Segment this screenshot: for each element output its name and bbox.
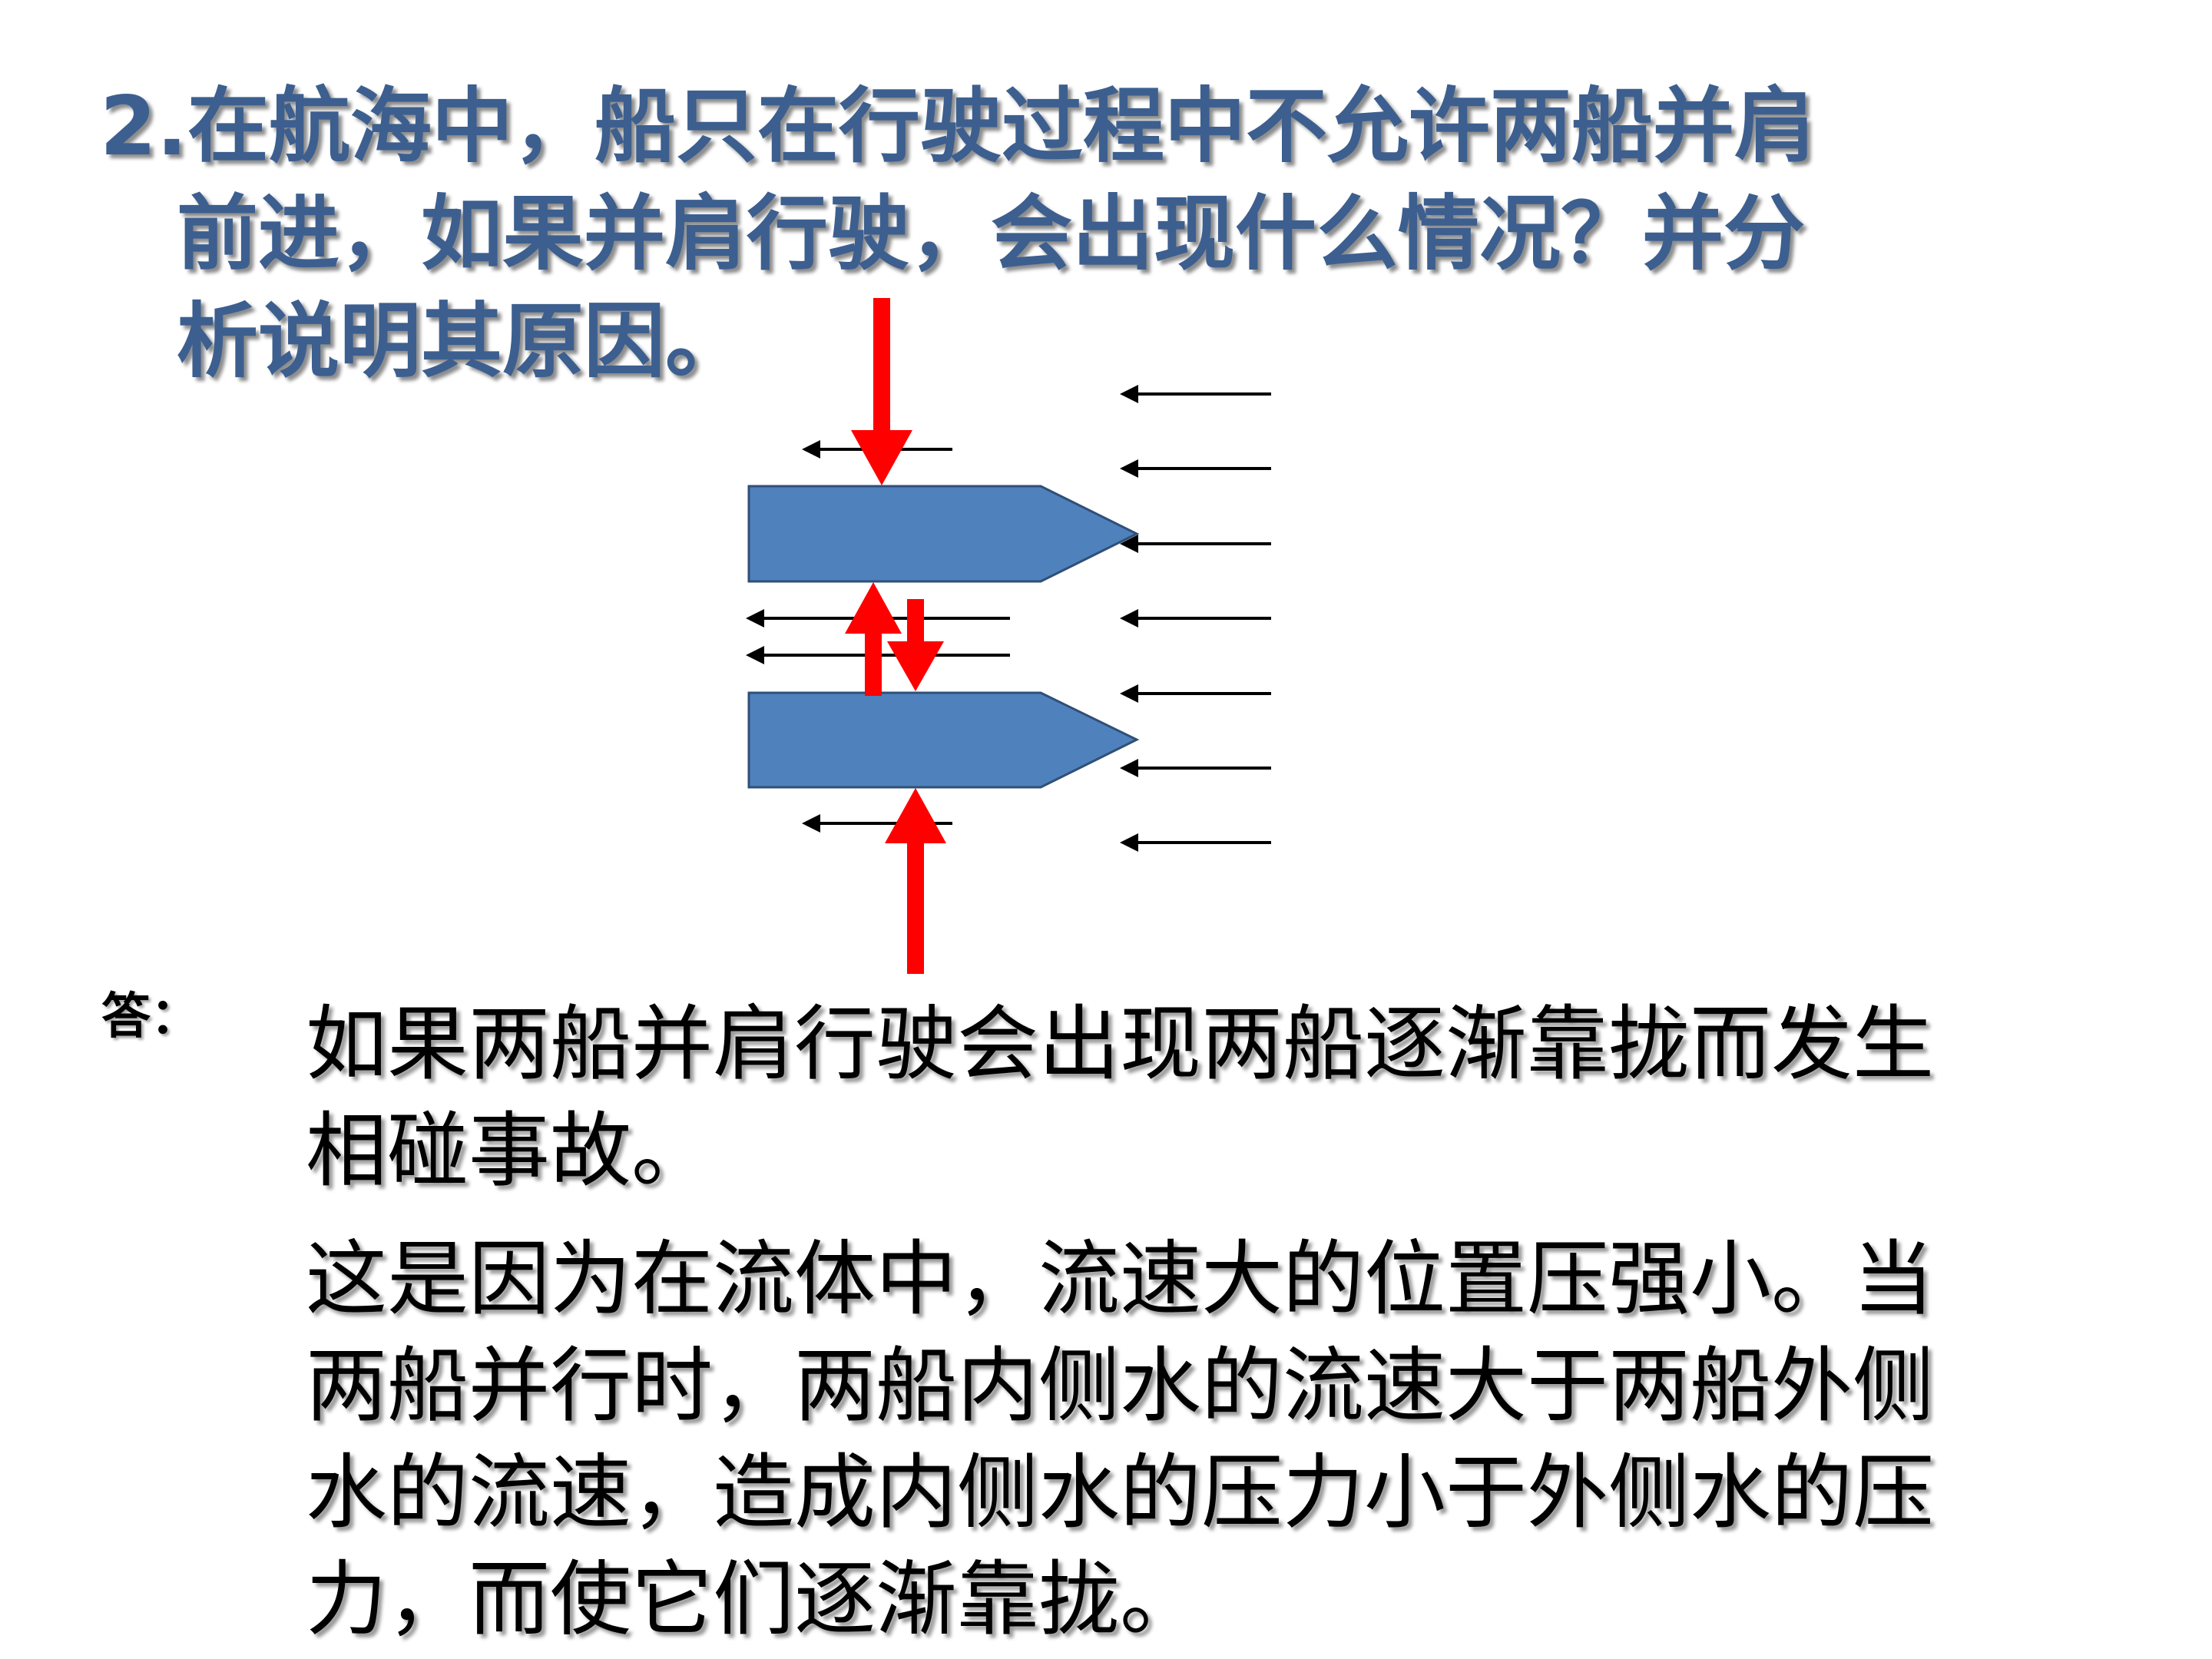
answer-p1-line-1: 如果两船并肩行驶会出现两船逐渐靠拢而发生 [306, 997, 1934, 1091]
outer-flow-arrows [1120, 385, 1271, 852]
answer-p2-line-4: 力，而使它们逐渐靠拢。 [306, 1552, 1201, 1647]
answer-paragraph-2: 这是因为在流体中，流速大的位置压强小。当 两船并行时，两船内侧水的流速大于两船外… [306, 1226, 2072, 1653]
answer-text: 如果两船并肩行驶会出现两船逐渐靠拢而发生 相碰事故。 这是因为在流体中，流速大的… [306, 991, 2072, 1653]
force-arrow-inner-up [845, 582, 902, 696]
answer-label: 答： [101, 988, 200, 1045]
question-line-1: 2.在航海中，船只在行驶过程中不允许两船并肩 [100, 79, 1816, 174]
question-line-2: 前进，如果并肩行驶，会出现什么情况？并分 [177, 187, 1805, 281]
upper-ship [747, 485, 1140, 583]
answer-p2-line-1: 这是因为在流体中，流速大的位置压强小。当 [306, 1232, 1934, 1326]
answer-p2-line-2: 两船并行时，两船内侧水的流速大于两船外侧 [306, 1339, 1934, 1433]
lower-ship [747, 691, 1140, 789]
question-text: 2.在航海中，船只在行驶过程中不允许两船并肩 前进，如果并肩行驶，会出现什么情况… [100, 73, 1943, 396]
answer-paragraph-1: 如果两船并肩行驶会出现两船逐渐靠拢而发生 相碰事故。 [306, 991, 2072, 1204]
force-arrow-top-down [851, 298, 912, 485]
force-arrow-bottom-up [885, 788, 946, 974]
question-line-3: 析说明其原因。 [177, 294, 747, 389]
force-arrow-inner-down [887, 599, 944, 691]
force-arrows [845, 298, 946, 974]
answer-p2-line-3: 水的流速，造成内侧水的压力小于外侧水的压 [306, 1445, 1934, 1540]
answer-p1-line-2: 相碰事故。 [306, 1104, 713, 1198]
